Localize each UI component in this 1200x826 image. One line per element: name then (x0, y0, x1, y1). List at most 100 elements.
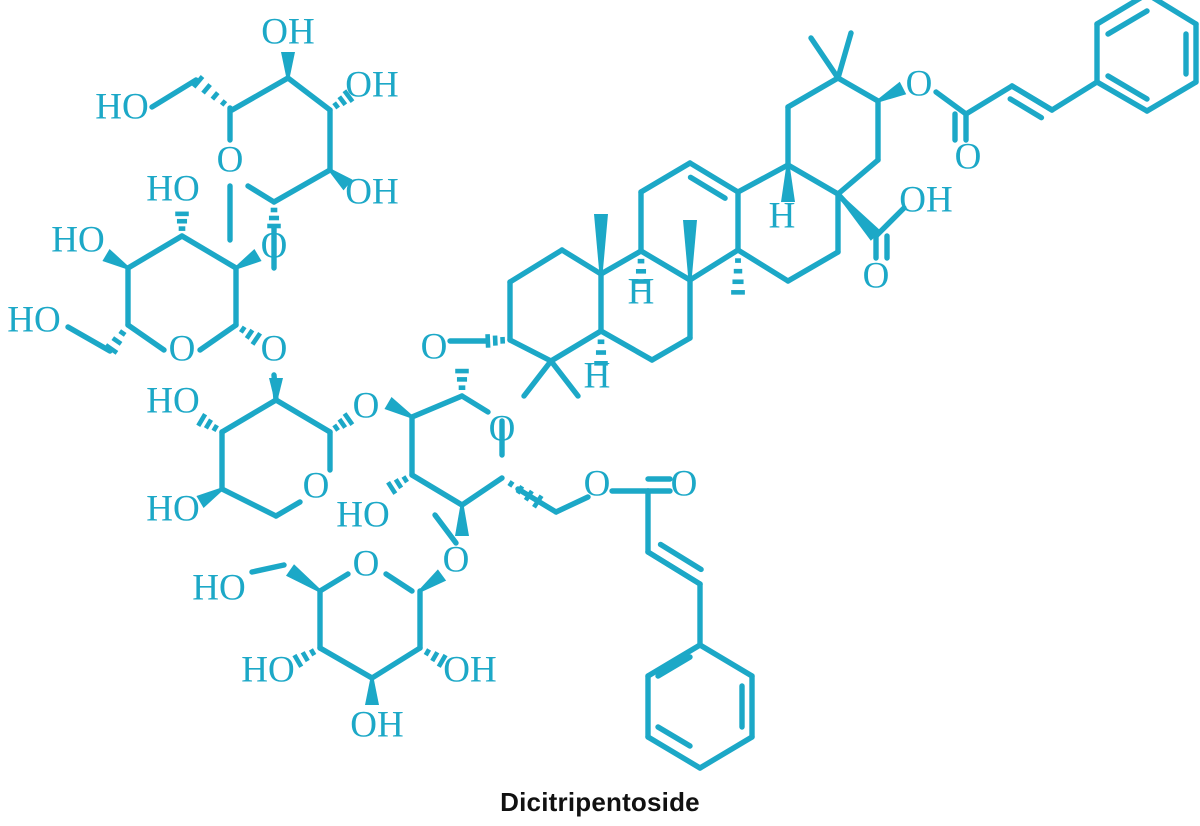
hydroxyl-label-glc-a-c4: OH (261, 11, 314, 52)
hydroxyl-label-glc-a-c6: HO (95, 86, 148, 127)
hash-glc-b-c5-c6-dash (104, 329, 127, 355)
bond-glc-a-c6-oh (149, 77, 199, 110)
wedge-glc-b-c2-O-wedge (235, 248, 262, 270)
hash-mark (485, 334, 491, 348)
stereo-hydrogen-c5: H (584, 355, 611, 396)
hash-ag-c3-O-dash (485, 334, 506, 348)
carboxyl-hydroxyl-label: OH (899, 179, 952, 220)
bond-glc-b-c1-ringO (197, 322, 239, 353)
wedge-glc-b-c3-oh-wedge (102, 248, 129, 270)
carboxyl-carbonyl-oxygen: O (863, 255, 890, 296)
hash-mark (423, 648, 432, 657)
wedge-glc-c-c2-O-wedge (384, 396, 413, 419)
hash-mark (191, 75, 205, 89)
hash-glc-d-c4-oh-dash (292, 648, 317, 668)
wedge-glc-c-c4-O-wedge (455, 505, 469, 536)
hash-mark (430, 651, 440, 663)
bond-ag-c20-me2 (835, 30, 854, 81)
bond-ag-c5-c6 (598, 328, 655, 363)
bond-glc-d-ringO-c5 (317, 571, 351, 594)
bond-xyl-c5-c4 (219, 486, 279, 519)
hydroxyl-label-glc-d-c6: HO (192, 567, 245, 608)
hash-ag-c8-H-dash (731, 258, 745, 295)
wedge-xyl-c2-wedge (269, 378, 283, 400)
hash-mark (386, 480, 398, 495)
bond-cinn-up-ring-6 (1094, 79, 1150, 114)
carbonyl-oxygen-cinnamate-lower: O (671, 463, 698, 504)
hash-glc-c-c3-oh-dash (386, 475, 409, 495)
bond-xyl-ringO-c5 (273, 499, 303, 519)
hash-mark (523, 489, 534, 502)
hydroxyl-label-xyl-c3: HO (146, 380, 199, 421)
bond-glc-c-c6-esterO (553, 494, 591, 515)
hydroxyl-label-glc-d-c2: OH (443, 649, 496, 690)
hash-mark (111, 336, 123, 346)
bond-ag-c17-c18 (785, 162, 841, 197)
hash-ag-c5-H-dash (594, 339, 608, 366)
bond-cinn-low-ring-1 (645, 642, 703, 679)
hash-mark (244, 328, 255, 340)
ring-oxygen-glc-d: O (353, 543, 380, 584)
ester-oxygen-cinnamate-lower: O (584, 463, 611, 504)
hash-mark (401, 475, 409, 484)
hydroxyl-label-glc-b-c6: HO (7, 299, 60, 340)
bond-ag-c14-c15 (735, 247, 791, 284)
wedge-glc-a-c4-oh-wedge (281, 52, 295, 78)
bond-glc-c-c3-c4 (409, 472, 465, 508)
hash-glc-b-c1-O-dash (238, 325, 263, 346)
bond-xyl-c3-c2 (219, 397, 279, 435)
hash-mark (332, 101, 340, 110)
wedge-ag-c17-cooh-wedge (836, 192, 882, 241)
hash-mark (211, 423, 219, 433)
wedge-glc-a-c2-oh-wedge (328, 168, 353, 191)
hash-mark (196, 413, 208, 427)
bond-cinn-up-esterO-carbonyl (933, 89, 969, 117)
glycosidic-oxygen-glc-c-aglycone: O (421, 326, 448, 367)
hash-mark (104, 343, 119, 355)
bond-glc-c-c4-c5 (459, 475, 505, 508)
hash-mark (436, 653, 448, 668)
ester-oxygen-cinnamate-upper: O (906, 63, 933, 104)
hash-mark (507, 480, 515, 488)
wedge-glc-d-c5-c6-wedge (285, 564, 321, 593)
hash-mark (250, 331, 263, 346)
bond-cinn-up-ring-5 (1144, 79, 1199, 114)
bond-cinn-low-ring-6 (697, 642, 755, 679)
bond-cinn-up-ring-c-aromatic-inner (1105, 73, 1150, 102)
bond-ag-c20-c21 (835, 75, 881, 104)
bond-glc-d-c1-ringO (383, 571, 415, 594)
bond-ag-c4-c3 (507, 337, 554, 364)
wedge-glc-d-c3-oh-wedge (365, 678, 379, 705)
hash-mark (342, 412, 355, 426)
bond-cinn-up-alkene-inner (1007, 96, 1045, 121)
bond-cinn-low-ring-b-aromatic-inner (655, 724, 693, 749)
hash-mark (203, 418, 214, 430)
hash-glc-d-c2-oh-dash (423, 648, 448, 668)
carbonyl-oxygen-cinnamate-upper: O (955, 136, 982, 177)
bond-glc-c-c1-c2 (409, 393, 465, 420)
bond-ag-c6-c7 (649, 335, 693, 363)
bond-xyl-c2-c1 (273, 397, 333, 435)
glycosidic-oxygen-b-xyl: O (261, 328, 288, 369)
bond-ag-c2-c1 (507, 247, 565, 285)
bond-ag-c9-c10 (598, 248, 644, 277)
bond-ag-c19-c20 (785, 75, 841, 110)
bond-cinn-up-carbonyl-ca (963, 83, 1015, 117)
hydroxyl-label-glc-d-c3: OH (350, 704, 403, 745)
hash-xyl-c3-oh-dash (196, 413, 219, 433)
bond-glc-c-ringO-c1 (459, 393, 491, 415)
hash-mark (210, 91, 220, 101)
hash-ag-c9-H-dash (634, 258, 648, 284)
bond-glc-b-c4-c3 (125, 233, 185, 271)
bond-cinn-low-ring-3 (645, 734, 703, 771)
figure-caption: Dicitripentoside (500, 787, 700, 817)
bond-cinn-up-ring-a-aromatic-inner (1105, 8, 1150, 37)
wedge-xyl-c4-oh-wedge (196, 487, 223, 509)
wedge-ag-c10-me-wedge (594, 214, 608, 274)
hash-mark (219, 99, 228, 107)
bond-glc-b-c6-oh (65, 324, 113, 354)
bond-glc-b-ringO-c5 (125, 322, 167, 353)
hash-mark (118, 329, 127, 337)
bond-cinn-up-alkene-outer (1009, 83, 1055, 113)
